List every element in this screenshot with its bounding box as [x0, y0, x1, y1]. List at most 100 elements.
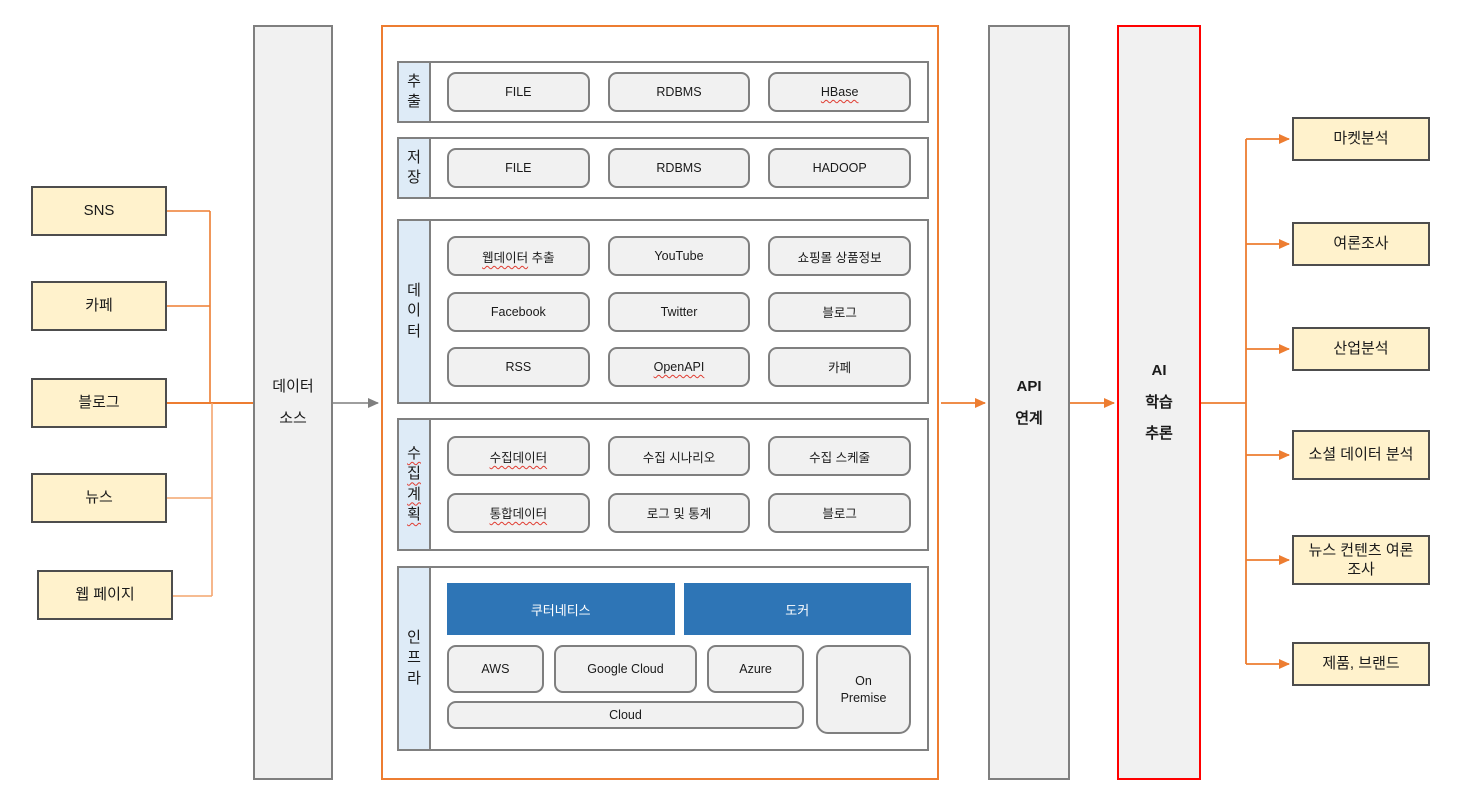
item-label: 로그 및 통계 [646, 507, 712, 522]
cloud-provider-row: AWS Google Cloud Azure [447, 645, 804, 693]
row-label-store: 저장 [399, 139, 431, 197]
pipeline-row-data: 데이터 웹데이터 추출 YouTube 쇼핑몰 상품정보 Facebook Tw… [397, 219, 929, 404]
item-label: 블로그 [822, 306, 857, 320]
source-label: 뉴스 [85, 489, 113, 507]
pipeline-item: 수집데이터 [447, 436, 590, 477]
source-box-cafe: 카페 [31, 281, 167, 331]
output-box-social-data-analysis: 소셜 데이터 분석 [1292, 430, 1430, 480]
ai-inference-stage: AI 학습 추론 [1117, 25, 1201, 780]
pipeline-item: 웹데이터 추출 [447, 236, 590, 277]
ai-label-line3: 추론 [1145, 425, 1173, 443]
row-label-extract: 추출 [399, 63, 431, 121]
kubernetes-box: 쿠터네티스 [447, 583, 675, 635]
azure-box: Azure [707, 645, 804, 693]
pipeline-item: RDBMS [607, 72, 751, 112]
pipeline-item: FILE [447, 72, 590, 112]
source-label: SNS [83, 202, 115, 220]
pipeline-item: 수집 스케줄 [768, 436, 911, 477]
api-label-line1: API [1016, 378, 1042, 395]
row-label-text: 데이터 [407, 282, 421, 340]
item-label: 쿠터네티스 [530, 602, 591, 618]
item-label: HBase [820, 85, 859, 99]
pipeline-row-extract: 추출 FILE RDBMS HBase [397, 61, 929, 123]
pipeline-item: FILE [447, 148, 590, 188]
pipeline-item: 쇼핑몰 상품정보 [768, 236, 911, 277]
item-label: 수집데이터 [489, 450, 548, 465]
row-label-text: 인프라 [407, 629, 421, 687]
pipeline-item: Twitter [607, 291, 751, 332]
output-box-product-brand: 제품, 브랜드 [1292, 642, 1430, 686]
output-label: 마켓분석 [1333, 130, 1389, 148]
item-label: 웹데이터 [482, 250, 529, 265]
source-box-news: 뉴스 [31, 473, 167, 523]
row-label-text: 수집계획 [407, 445, 421, 523]
output-label: 뉴스 컨텐츠 여론조사 [1308, 541, 1414, 579]
item-label: 도커 [785, 602, 810, 618]
row-data-items: 웹데이터 추출 YouTube 쇼핑몰 상품정보 Facebook Twitte… [431, 221, 927, 402]
item-label: YouTube [654, 249, 704, 264]
row-plan-items: 수집데이터 수집 시나리오 수집 스케줄 통합데이터 로그 및 통계 블로그 [431, 420, 927, 549]
source-label: 웹 페이지 [75, 586, 135, 604]
item-label: RSS [505, 359, 532, 374]
pipeline-item: 블로그 [768, 492, 911, 533]
item-label: 카페 [828, 361, 852, 376]
aws-box: AWS [447, 645, 544, 693]
pipeline-row-infra: 인프라 쿠터네티스 도커 AWS Google Cloud Azure Clou… [397, 566, 929, 751]
row-store-items: FILE RDBMS HADOOP [431, 139, 927, 197]
item-label: RDBMS [656, 85, 702, 99]
output-label: 여론조사 [1333, 235, 1389, 253]
row-infra-items: 쿠터네티스 도커 AWS Google Cloud Azure Cloud On… [431, 568, 927, 749]
row-extract-items: FILE RDBMS HBase [431, 63, 927, 121]
data-source-stage: 데이터 소스 [253, 25, 333, 780]
row-label-infra: 인프라 [399, 568, 431, 749]
row-label-text: 추출 [407, 72, 421, 110]
ai-label-line2: 학습 [1145, 393, 1173, 411]
pipeline-row-plan: 수집계획 수집데이터 수집 시나리오 수집 스케줄 통합데이터 로그 및 통계 … [397, 418, 929, 551]
api-link-stage: API 연계 [988, 25, 1070, 780]
api-label-line2: 연계 [1015, 409, 1043, 427]
source-label: 카페 [85, 297, 113, 315]
item-label: FILE [505, 161, 532, 175]
row-label-data: 데이터 [399, 221, 431, 402]
ai-label-line1: AI [1151, 362, 1167, 380]
pipeline-item: 카페 [768, 346, 911, 387]
output-label: 제품, 브랜드 [1322, 655, 1400, 673]
pipeline-item: 블로그 [768, 291, 911, 332]
item-label: Twitter [660, 304, 698, 319]
pipeline-item: Facebook [447, 291, 590, 332]
row-label-plan: 수집계획 [399, 420, 431, 549]
source-label: 블로그 [78, 394, 120, 412]
cloud-bar: Cloud [447, 701, 804, 729]
output-box-industry-analysis: 산업분석 [1292, 327, 1430, 371]
item-label: AWS [481, 662, 510, 676]
output-box-opinion-poll: 여론조사 [1292, 222, 1430, 266]
pipeline-item: RSS [447, 346, 590, 387]
data-source-label-line2: 소스 [279, 409, 307, 427]
google-cloud-box: Google Cloud [553, 645, 698, 693]
item-label: HADOOP [812, 161, 867, 175]
pipeline-item: 로그 및 통계 [607, 492, 751, 533]
pipeline-item: HBase [768, 72, 911, 112]
pipeline-row-store: 저장 FILE RDBMS HADOOP [397, 137, 929, 199]
item-label: 추출 [528, 250, 555, 265]
data-source-label-line1: 데이터 [272, 378, 314, 395]
pipeline-item: 통합데이터 [447, 492, 590, 533]
item-label: 쇼핑몰 상품정보 [797, 250, 882, 265]
pipeline-item: OpenAPI [607, 346, 751, 387]
infra-cloud-left: AWS Google Cloud Azure Cloud [447, 645, 804, 734]
output-label: 산업분석 [1333, 340, 1389, 358]
item-label: RDBMS [656, 161, 702, 175]
pipeline-item: HADOOP [768, 148, 911, 188]
source-box-sns: SNS [31, 186, 167, 236]
item-label: OpenAPI [653, 359, 705, 374]
pipeline-item: YouTube [607, 236, 751, 277]
source-box-blog: 블로그 [31, 378, 167, 428]
pipeline-item: RDBMS [607, 148, 751, 188]
collection-pipeline-panel: 추출 FILE RDBMS HBase 저장 FILE RDBMS HADOOP… [381, 25, 939, 780]
output-box-market-analysis: 마켓분석 [1292, 117, 1430, 161]
item-label: Azure [739, 662, 772, 676]
infra-platform-row: 쿠터네티스 도커 [447, 583, 911, 635]
item-label: FILE [505, 85, 532, 99]
